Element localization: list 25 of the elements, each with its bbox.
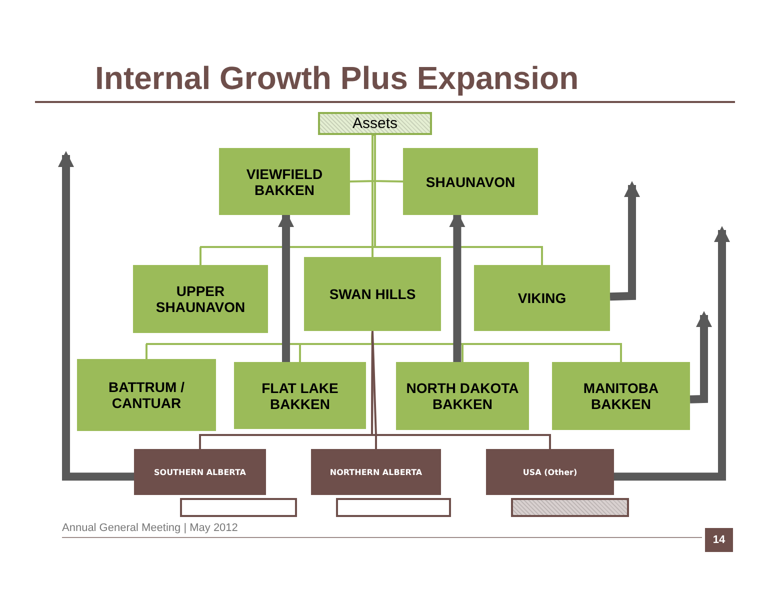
slide-title: Internal Growth Plus Expansion: [95, 60, 579, 97]
region-box: NORTHERN ALBERTA: [311, 449, 441, 495]
hatched-box: [511, 498, 629, 517]
connector-line: [371, 331, 551, 449]
arrow: [610, 181, 640, 301]
asset-box: VIEWFIELD BAKKEN: [219, 148, 350, 215]
region-box: SOUTHERN ALBERTA: [134, 449, 266, 495]
blank-box: [180, 498, 297, 517]
arrow: [690, 311, 712, 404]
page-number: 14: [705, 528, 733, 552]
asset-box: UPPER SHAUNAVON: [133, 265, 268, 333]
region-box: USA (Other): [486, 449, 614, 495]
blank-box: [336, 498, 451, 517]
asset-box: SHAUNAVON: [403, 148, 538, 215]
asset-box: MANITOBA BAKKEN: [552, 362, 690, 430]
root-box: Assets: [318, 112, 432, 135]
arrow: [614, 226, 730, 481]
footer-text: Annual General Meeting | May 2012: [62, 522, 238, 534]
asset-box: NORTH DAKOTA BAKKEN: [396, 362, 529, 430]
arrow: [58, 151, 134, 481]
asset-box: BATTRUM / CANTUAR: [77, 359, 216, 431]
connector-line: [372, 134, 375, 257]
asset-box: FLAT LAKE BAKKEN: [234, 362, 366, 429]
asset-box: SWAN HILLS: [304, 257, 441, 331]
asset-box: VIKING: [474, 265, 610, 331]
